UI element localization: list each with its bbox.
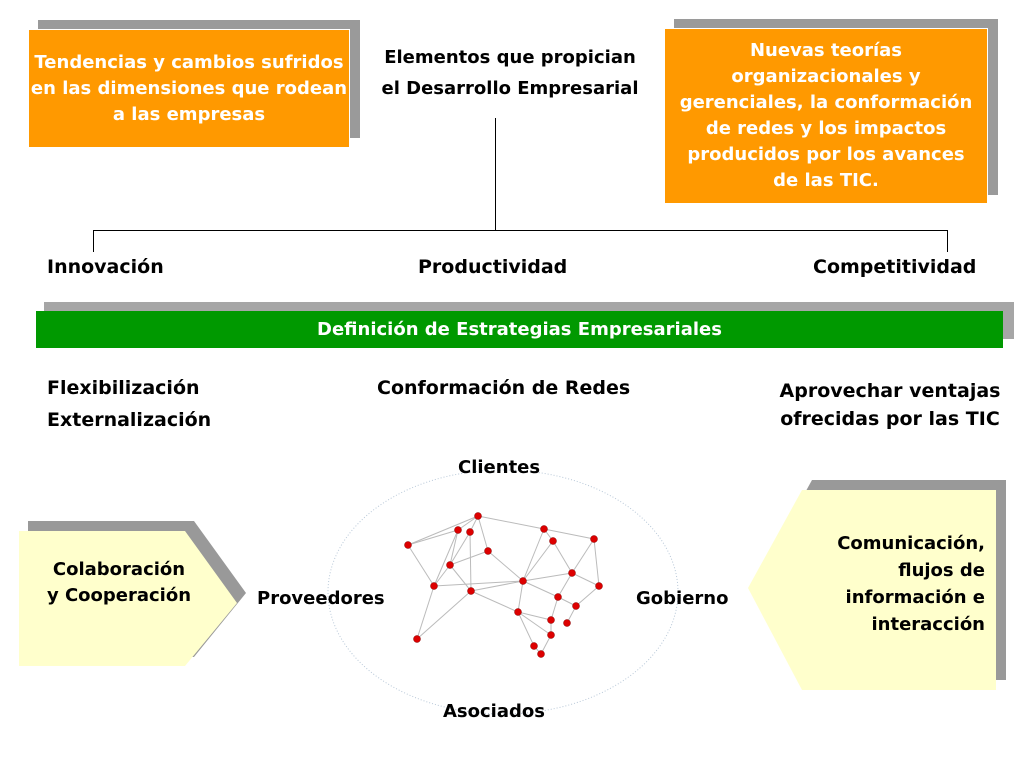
network-node	[595, 582, 603, 590]
network-edge	[407, 544, 435, 587]
network-node	[549, 537, 557, 545]
network-edge	[571, 572, 600, 587]
network-node	[484, 547, 492, 555]
network-node	[568, 569, 576, 577]
right-arrow-line-2: flujos de	[898, 560, 985, 581]
network-node	[547, 616, 555, 624]
strategy-externalizacion: Externalización	[47, 409, 212, 431]
network-edge	[571, 538, 595, 574]
network-edge	[517, 611, 535, 647]
network-node	[519, 577, 527, 585]
strategy-tic: Aprovechar ventajas ofrecidas por las TI…	[770, 377, 1010, 433]
tree-drop-left	[93, 230, 94, 252]
network-edge	[477, 515, 489, 552]
network-edge	[552, 540, 573, 574]
network-node	[413, 635, 421, 643]
network-node	[404, 541, 412, 549]
network-edge	[449, 529, 459, 566]
network-edge	[517, 611, 552, 636]
right-arrow-line-1: Comunicación,	[837, 533, 985, 554]
network-edge	[470, 590, 519, 613]
right-arrow-line-3: información e	[845, 587, 985, 608]
network-label-clientes: Clientes	[458, 457, 541, 478]
network-node	[467, 587, 475, 595]
network-edge	[449, 531, 471, 566]
network-edge	[470, 580, 524, 592]
top-left-box: Tendencias y cambios sufridos en las dim…	[28, 29, 350, 148]
top-left-box-text: Tendencias y cambios sufridos en las dim…	[30, 51, 348, 125]
network-edge	[550, 596, 559, 621]
tree-crossbar	[93, 230, 948, 231]
network-node	[446, 561, 454, 569]
network-node	[554, 593, 562, 601]
right-arrow-label: Comunicación, flujos de información e in…	[790, 530, 985, 638]
left-arrow-shape	[19, 531, 237, 666]
network-edge	[522, 572, 573, 582]
network-label-asociados: Asociados	[443, 701, 545, 722]
network-label-proveedores: Proveedores	[257, 588, 385, 609]
network-edge	[543, 528, 595, 540]
network-node	[474, 512, 482, 520]
network-node	[430, 582, 438, 590]
strategy-flexibilizacion: Flexibilización	[47, 377, 200, 399]
top-right-box-text: Nuevas teorías organizacionales y gerenc…	[679, 40, 973, 191]
tree-drop-right	[947, 230, 948, 252]
network-node	[563, 619, 571, 627]
network-edge	[449, 564, 472, 592]
top-right-box: Nuevas teorías organizacionales y gerenc…	[664, 28, 988, 204]
network-node	[514, 608, 522, 616]
network-edge	[522, 528, 545, 582]
network-node	[466, 528, 474, 536]
network-edge	[433, 529, 459, 587]
left-arrow-line-2: y Cooperación	[46, 585, 192, 606]
network-edge	[469, 531, 472, 592]
strategy-bar-text: Definición de Estrategias Empresariales	[317, 319, 722, 340]
network-ellipse	[327, 469, 679, 715]
network-node	[530, 642, 538, 650]
tree-trunk	[495, 118, 496, 231]
network-edge	[522, 540, 554, 582]
strategy-bar: Definición de Estrategias Empresariales	[36, 311, 1003, 348]
network-edge	[477, 515, 545, 530]
network-edge	[593, 538, 600, 587]
network-edge	[557, 572, 573, 598]
strategy-tic-line-2: ofrecidas por las TIC	[780, 408, 1000, 430]
branch-innovacion: Innovación	[47, 256, 164, 278]
right-arrow-line-4: interacción	[871, 614, 985, 635]
title-line-2: el Desarrollo Empresarial	[381, 78, 639, 99]
branch-competitividad: Competitividad	[813, 256, 977, 278]
network-edge	[517, 580, 524, 613]
strategy-tic-line-1: Aprovechar ventajas	[779, 380, 1001, 402]
page-title: Elementos que propician el Desarrollo Em…	[365, 42, 655, 104]
network-edge	[416, 590, 472, 640]
strategy-conformacion-redes: Conformación de Redes	[377, 377, 631, 399]
network-edge	[433, 580, 524, 587]
left-arrow-label: Colaboración y Cooperación	[24, 557, 214, 609]
network-edge	[433, 564, 451, 587]
network-node	[454, 526, 462, 534]
network-node	[540, 525, 548, 533]
title-line-1: Elementos que propician	[384, 47, 636, 68]
network-edge	[457, 515, 479, 531]
network-edge	[416, 585, 435, 640]
right-arrow-shape	[748, 490, 996, 690]
network-node	[590, 535, 598, 543]
network-node	[537, 650, 545, 658]
network-nodes	[404, 512, 603, 658]
network-edge	[407, 529, 459, 546]
network-label-gobierno: Gobierno	[636, 588, 729, 609]
left-arrow-line-1: Colaboración	[52, 559, 186, 580]
network-edge	[522, 580, 559, 598]
network-edge	[407, 515, 479, 546]
branch-productividad: Productividad	[418, 256, 568, 278]
network-edge	[487, 550, 524, 582]
network-edge	[517, 611, 552, 621]
network-node	[572, 602, 580, 610]
network-edge	[449, 550, 489, 566]
network-node	[547, 631, 555, 639]
network-edge	[575, 585, 600, 607]
